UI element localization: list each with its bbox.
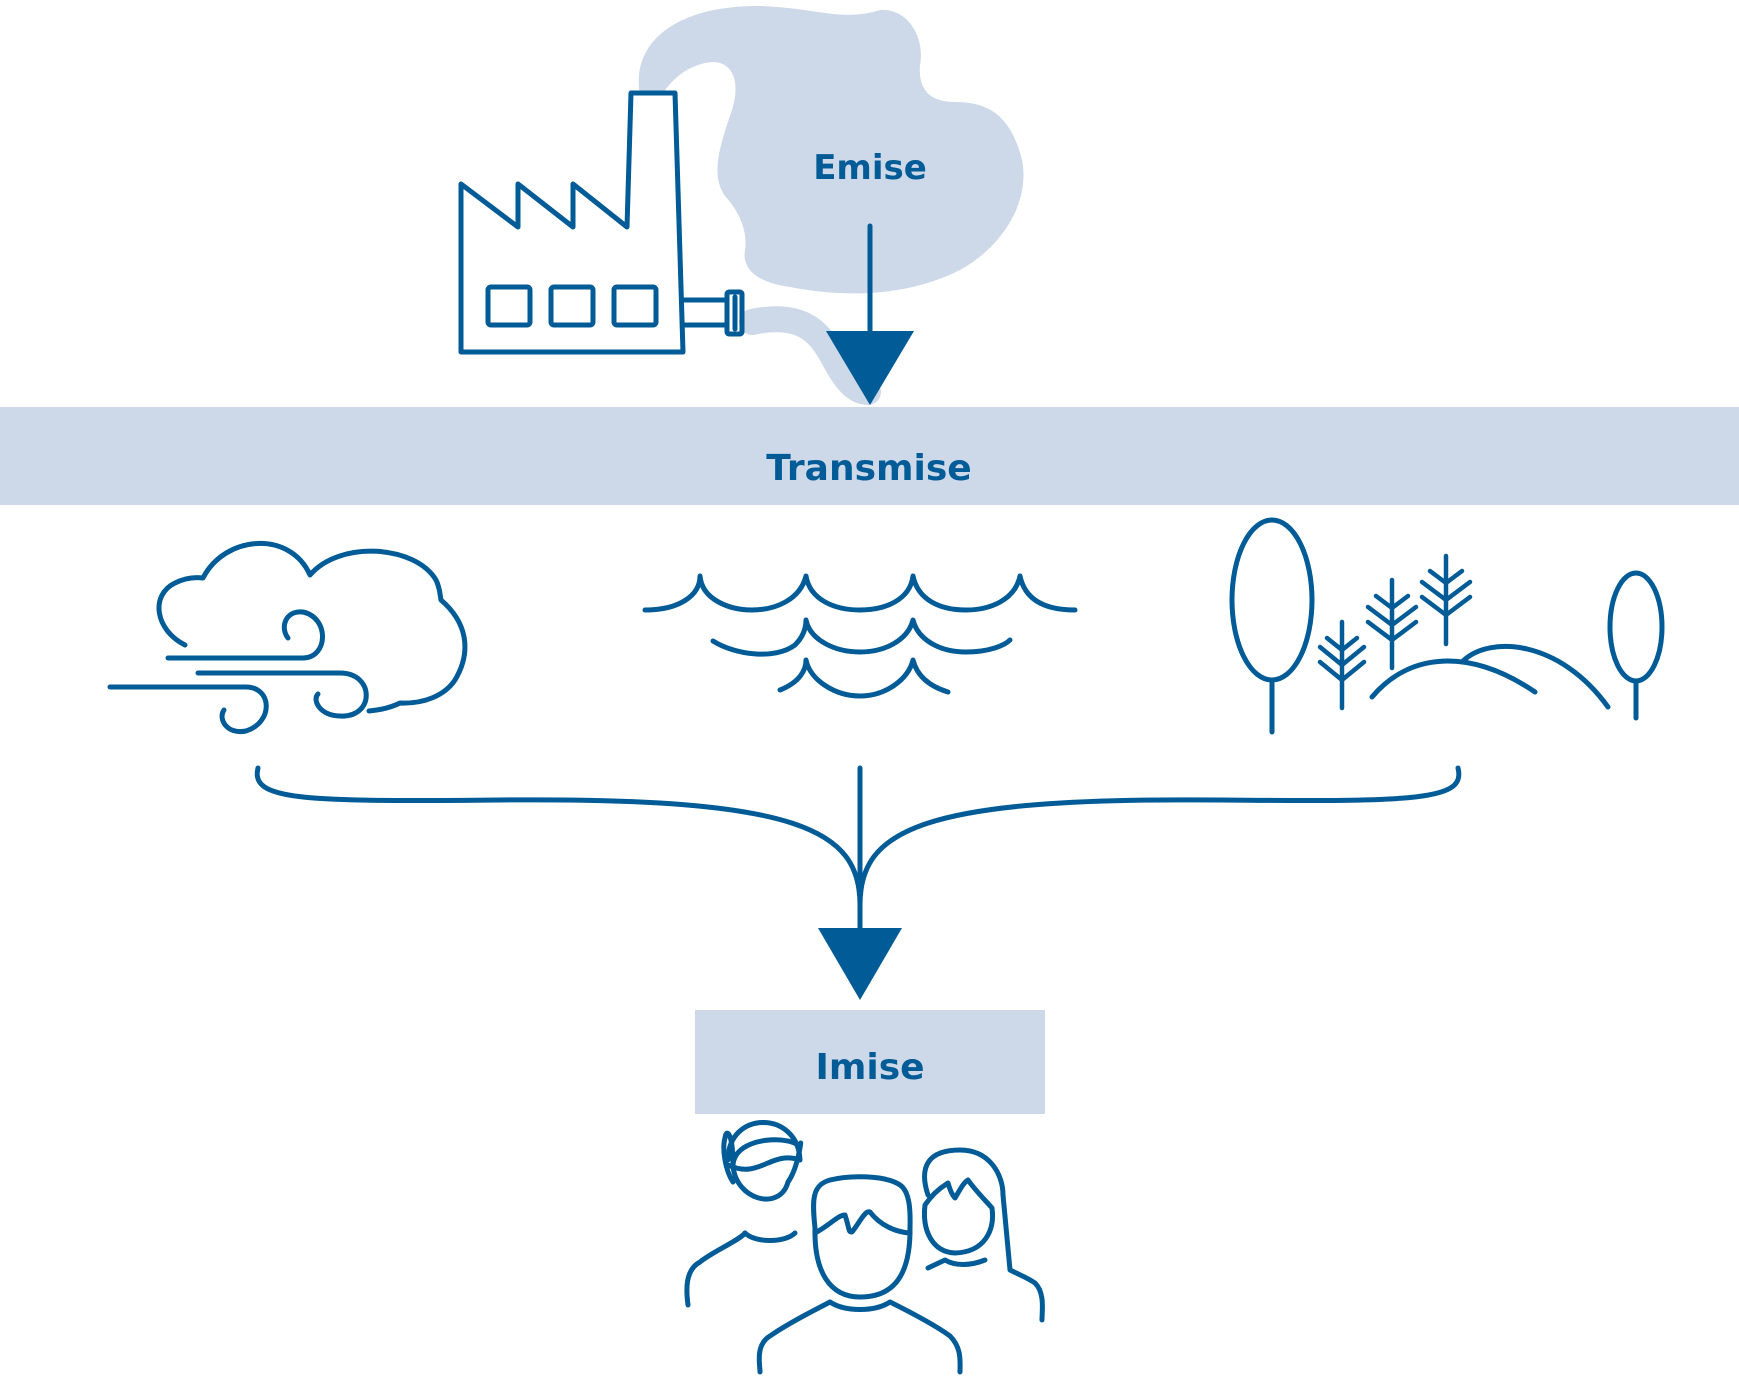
transmission-label: Transmise bbox=[766, 448, 971, 489]
emission-label: Emise bbox=[813, 148, 927, 188]
smoke-cloud bbox=[638, 5, 1024, 405]
immission-label: Imise bbox=[815, 1047, 924, 1088]
water-waves-icon bbox=[642, 573, 1078, 699]
immission-box bbox=[695, 1010, 1045, 1114]
wind-cloud-icon bbox=[107, 540, 468, 735]
emission-arrow-head bbox=[826, 331, 914, 405]
landscape-trees-icon bbox=[1229, 517, 1665, 735]
transmission-band bbox=[0, 407, 1739, 505]
people-group-icon bbox=[684, 1120, 1045, 1375]
factory-icon bbox=[458, 90, 745, 355]
immission-arrow-head bbox=[818, 928, 902, 1000]
converging-arrows bbox=[254, 765, 1462, 1000]
